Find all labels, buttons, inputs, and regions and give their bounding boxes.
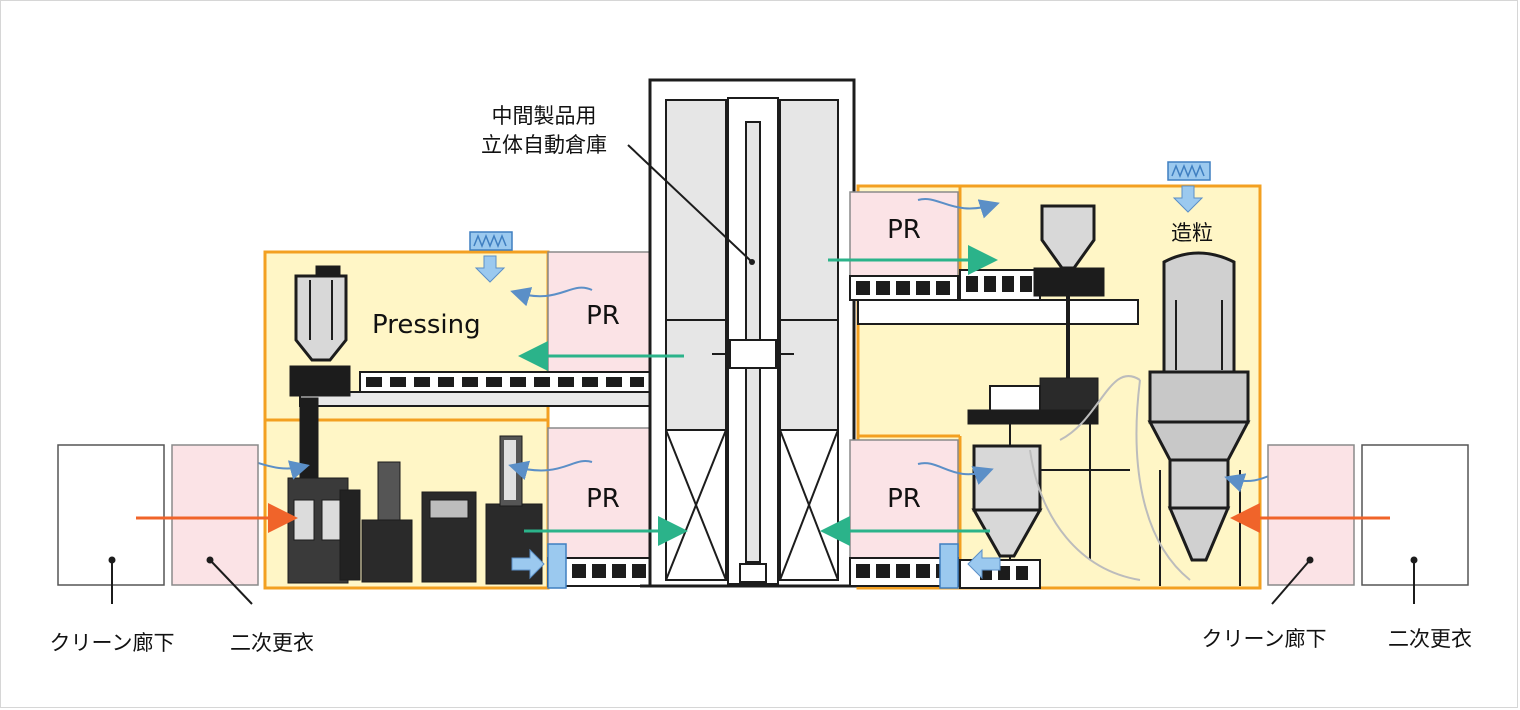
- warehouse-label-line1: 中間製品用: [492, 104, 597, 128]
- pr-label: PR: [887, 215, 921, 245]
- clean-corridor-label: クリーン廊下: [1202, 627, 1327, 651]
- secondary-change-label: 二次更衣: [1388, 627, 1472, 651]
- pr-label: PR: [586, 301, 620, 331]
- filter-icon: [547, 543, 567, 589]
- transfer-arrow-icon: [967, 548, 1001, 580]
- secondary-changing-left: [171, 444, 259, 605]
- granulation-machinery: [967, 204, 1251, 586]
- pressing-label: Pressing: [372, 310, 481, 340]
- pressing-machinery: [287, 265, 543, 585]
- clean-corridor-right: [1361, 444, 1469, 604]
- granulation-label: 造粒: [1171, 221, 1213, 245]
- clean-corridor-label: クリーン廊下: [50, 631, 175, 655]
- filter-icon: [469, 231, 513, 251]
- pr-room-left-lower: PR: [547, 427, 653, 559]
- transfer-arrow-icon: [511, 548, 545, 580]
- secondary-change-label: 二次更衣: [230, 631, 314, 655]
- automated-warehouse: [627, 78, 960, 588]
- secondary-changing-right: [1267, 444, 1355, 605]
- warehouse-label-line2: 立体自動倉庫: [481, 133, 607, 157]
- pr-room-right-upper: PR: [849, 191, 959, 301]
- pr-label: PR: [887, 484, 921, 514]
- down-arrow-icon: [1172, 185, 1204, 213]
- filter-icon: [939, 543, 959, 589]
- filter-icon: [1167, 161, 1211, 181]
- down-arrow-icon: [474, 255, 506, 283]
- pr-label: PR: [586, 484, 620, 514]
- transfer-arrow-icon: [518, 245, 998, 546]
- conveyor-right: [857, 269, 1139, 589]
- pr-room-left-upper: PR: [547, 251, 653, 373]
- clean-corridor-left: [57, 444, 165, 604]
- pr-room-right-lower: PR: [849, 439, 959, 589]
